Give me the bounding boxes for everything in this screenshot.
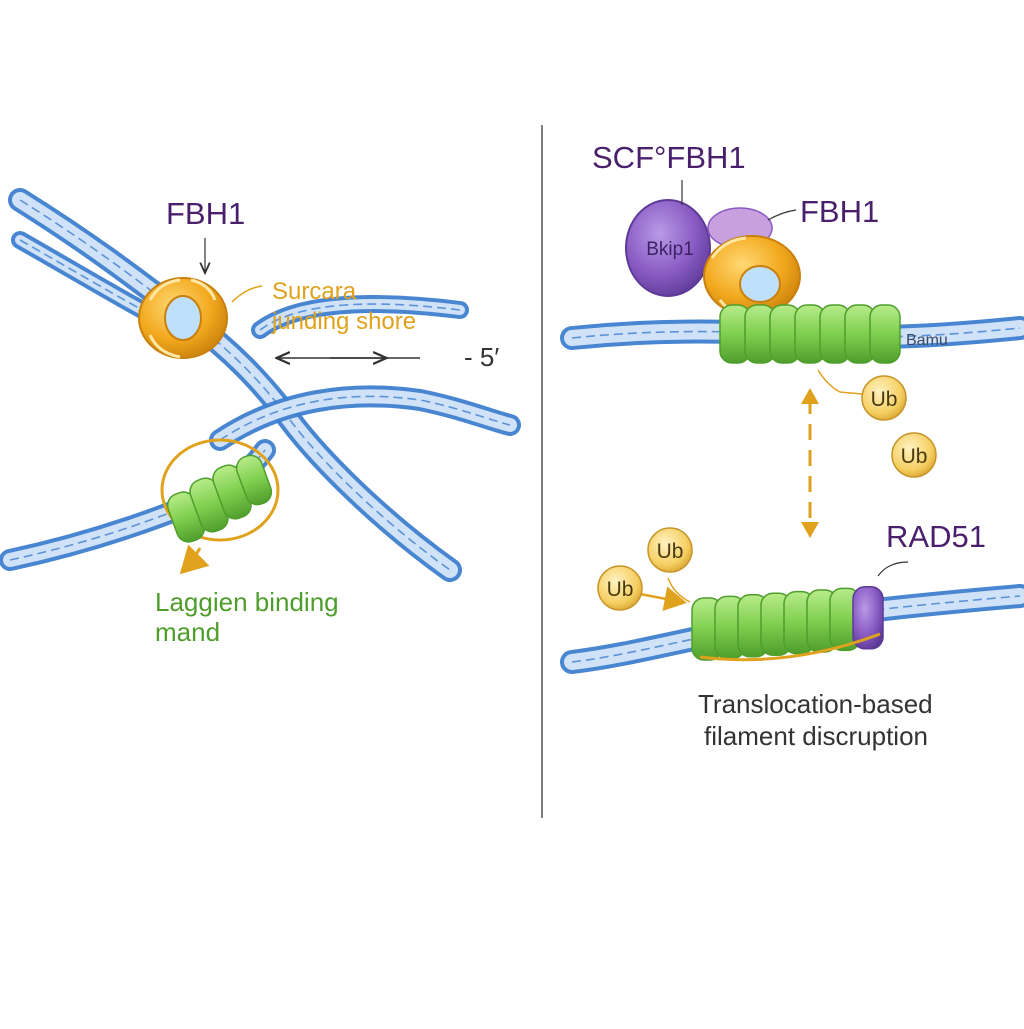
transition-arrow-down: [801, 522, 819, 538]
caption-line1: Translocation-based: [698, 689, 933, 719]
ub-label-1: Ub: [871, 388, 898, 411]
rad51-filament-bottom: [691, 586, 884, 661]
rad51-pointer: [877, 561, 909, 577]
fbh1-label-right: FBH1: [800, 194, 880, 229]
ub-leader-top: [817, 369, 863, 395]
ub-label-4: Ub: [607, 578, 634, 601]
skp1-label: Bkip1: [646, 239, 694, 260]
fbh1-label-left: FBH1: [166, 196, 246, 231]
ubiquitin-4: Ub: [597, 565, 643, 611]
ub-label-2: Ub: [901, 445, 928, 468]
rad51-filament-left: [160, 438, 280, 575]
ub-leader-bottom-1: [667, 577, 691, 603]
ub-label-3: Ub: [657, 540, 684, 563]
ubiquitin-2: Ub: [891, 432, 937, 478]
fbh1-right-pointer: [767, 209, 797, 221]
scf-label: SCF°FBH1: [592, 140, 746, 175]
ub-arrow-bottom: [639, 586, 687, 612]
rad51-label: RAD51: [886, 519, 986, 554]
skp1-subunit: [625, 199, 711, 297]
dna-label: Bamu: [906, 332, 948, 349]
fbh1-helicase-left: [138, 277, 228, 359]
bottom-filament-ring: [699, 632, 881, 662]
ubiquitin-3: Ub: [647, 527, 693, 573]
orange-label-line2: junding shore: [272, 308, 417, 335]
direction-label: - 5′: [464, 342, 500, 372]
green-label-line1: Laggien binding: [155, 587, 339, 617]
caption-line2: filament discruption: [704, 721, 928, 751]
ubiquitin-1: Ub: [861, 375, 907, 421]
transition-arrow-up: [801, 388, 819, 404]
green-label-line2: mand: [155, 617, 221, 647]
fbh1-helicase-right: [703, 235, 801, 318]
orange-label-line1: Surcara: [272, 278, 357, 305]
left-dna-strands: [0, 188, 521, 582]
rad51-filament-top: [719, 304, 901, 364]
orange-label-leader: [231, 285, 263, 303]
